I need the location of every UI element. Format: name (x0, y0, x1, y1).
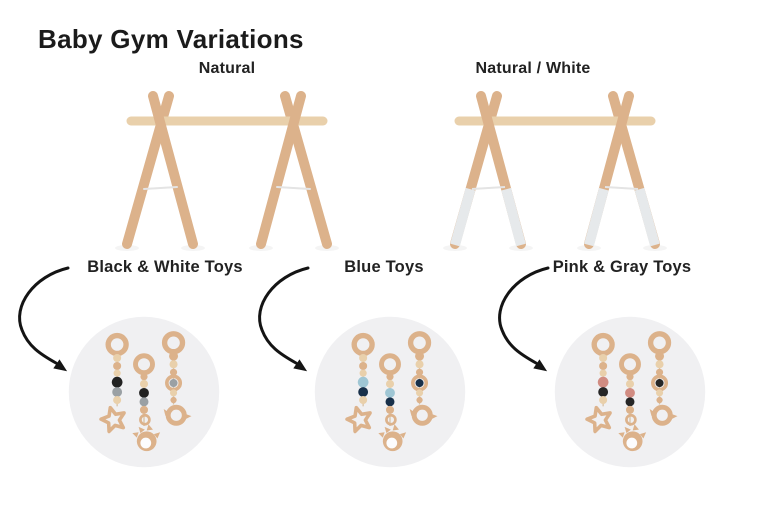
toy-string-star (99, 332, 129, 434)
gym-left-stabilizer-cord (143, 186, 178, 190)
curved-arrow-icon (498, 266, 550, 372)
gym-right-front-leg (256, 91, 306, 249)
gym-variant-natural-white: Natural / White (425, 60, 685, 260)
gym-stabilizer-cords (471, 186, 639, 190)
toy-string-hedgehog (378, 353, 407, 452)
gym-frame (450, 91, 660, 249)
baby-gym-natural-illustration (115, 91, 339, 251)
hedgehog-pendant-icon (378, 424, 407, 452)
toy-string-bird (647, 331, 678, 426)
toy-set-photo-circle (68, 316, 220, 468)
page-title: Baby Gym Variations (38, 24, 304, 54)
curved-arrow-icon (258, 266, 310, 372)
star-pendant-icon (585, 405, 612, 434)
bird-pendant-icon (163, 404, 192, 426)
bird-pendant-icon (409, 404, 438, 426)
gym-variant-label: Natural / White (475, 60, 591, 77)
toy-string-star (585, 332, 615, 434)
gym-foot-shadows (443, 245, 667, 251)
toy-string-bird (161, 331, 192, 426)
gym-frame (122, 91, 332, 249)
toy-set-label: Blue Toys (344, 258, 424, 276)
bird-pendant-icon (649, 404, 678, 426)
toy-string-hedgehog (132, 353, 161, 452)
star-pendant-icon (99, 405, 126, 434)
toy-string-hedgehog (618, 353, 647, 452)
toy-string-star (345, 332, 375, 434)
hedgehog-pendant-icon (132, 424, 161, 452)
toy-set-photo-circle (314, 316, 466, 468)
toy-set-black-white: Black & White Toys (8, 256, 258, 492)
gym-variant-label: Natural (198, 60, 256, 77)
toy-set-label: Pink & Gray Toys (552, 258, 692, 276)
toy-set-photo-circle (554, 316, 706, 468)
toy-set-pink-gray: Pink & Gray Toys (488, 256, 738, 492)
star-pendant-icon (345, 405, 372, 434)
curved-arrow-icon (18, 266, 70, 372)
gym-right-stabilizer-cord (276, 186, 311, 190)
toy-string-bird (407, 331, 438, 426)
gym-variant-natural: Natural (97, 60, 357, 260)
toy-set-blue: Blue Toys (248, 256, 498, 492)
gym-white-dipped-leg-tips (450, 187, 660, 247)
baby-gym-natural-white-illustration (443, 91, 667, 251)
hedgehog-pendant-icon (618, 424, 647, 452)
gym-foot-shadows (115, 245, 339, 251)
gym-left-front-leg (148, 91, 198, 249)
toy-set-label: Black & White Toys (87, 258, 243, 276)
